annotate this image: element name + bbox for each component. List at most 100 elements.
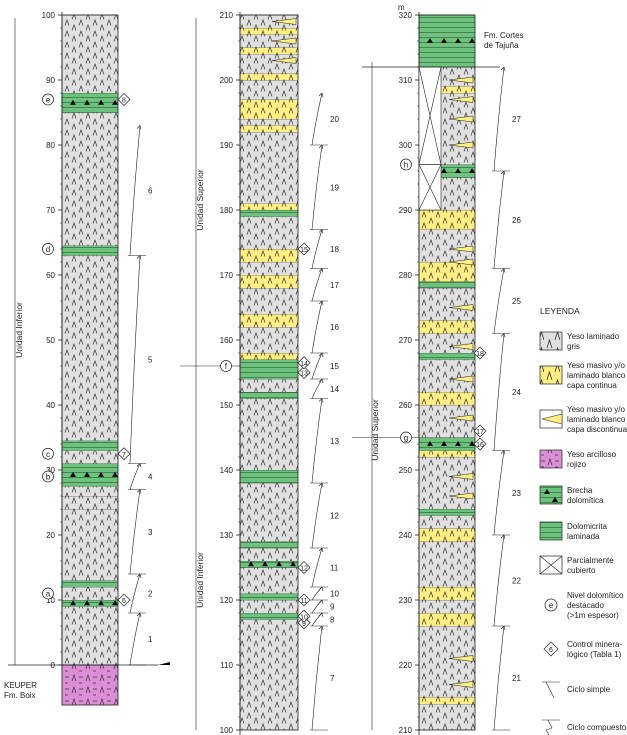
lens-wedge (448, 681, 474, 688)
columns-layer: 0102030405060708090100100110120130140150… (4, 11, 476, 735)
legend-text-control: Control minera- (567, 640, 622, 649)
axis-tick-label: 210 (399, 726, 413, 735)
cycle-line (493, 625, 505, 731)
axis-tick-label: 140 (220, 466, 234, 475)
marker-letter-c: c (46, 450, 50, 459)
gypsum-texture (240, 314, 298, 327)
lens-wedge (271, 57, 297, 64)
control-number-8: 8 (122, 98, 126, 105)
gypsum-texture (419, 704, 475, 730)
legend-text-control: lógico (Tabla 1) (567, 650, 622, 659)
cycle-arrowhead (318, 300, 324, 306)
cycle-arrowhead (500, 268, 506, 273)
gypsum-texture (240, 288, 298, 314)
lens-wedge (448, 96, 474, 103)
legend-text-covered: cubierto (567, 566, 596, 575)
dolomite-texture (419, 281, 475, 288)
control-number-16: 16 (476, 442, 484, 449)
gypsum-texture (240, 132, 298, 204)
axis-tick-label: 30 (46, 466, 55, 475)
cycle-arrowhead (318, 586, 324, 592)
gypsum-texture (419, 528, 475, 542)
cycle-arrowhead (318, 378, 324, 384)
dolomite-texture (240, 470, 298, 483)
gypsum-texture (240, 28, 298, 35)
axis-tick-label: 190 (220, 141, 234, 150)
legend-clast (552, 497, 558, 502)
gypsum-texture (240, 54, 298, 74)
cycle-number-17: 17 (330, 281, 339, 290)
legend-text-simple: Ciclo simple (567, 685, 611, 694)
gypsum-texture (419, 613, 475, 626)
control-number-12: 12 (300, 566, 308, 573)
legend-text-covered: Parcialmente (567, 556, 614, 565)
marker-circle-g (400, 431, 412, 444)
cycle-number-25: 25 (512, 297, 521, 306)
gypsum-texture (240, 567, 298, 594)
marker-circle-f (220, 360, 232, 372)
cycle-arrowhead (318, 482, 324, 488)
marker-circle-e (42, 93, 54, 106)
gypsum-texture (62, 15, 118, 93)
legend-swatch-texture (540, 332, 562, 350)
legend-cross (539, 555, 563, 575)
axis-tick-label: 80 (46, 141, 55, 150)
cycle-line (311, 268, 323, 302)
breccia-clast (98, 99, 104, 105)
marker-letter-b: b (46, 473, 51, 482)
cycle-line (129, 612, 141, 666)
dolomite-texture (62, 245, 118, 256)
lens-wedge (448, 76, 474, 84)
cycle-line (129, 463, 141, 490)
axis-tick-label: 90 (46, 76, 55, 85)
legend-text-yellow: capa continua (567, 381, 617, 390)
legend-text-lens: laminado blanco (567, 415, 626, 424)
cycle-arrowhead (318, 547, 324, 553)
axis-tick-label: 280 (399, 271, 413, 280)
axis-tick-label: 100 (42, 11, 56, 20)
gypsum-texture (419, 697, 475, 704)
cycle-number-23: 23 (512, 489, 521, 498)
lens-wedge (448, 375, 474, 383)
dolomite-texture (419, 15, 475, 67)
gypsum-texture (240, 34, 298, 48)
cycle-line (493, 333, 505, 451)
base-arrow (158, 662, 170, 665)
cycle-number-10: 10 (330, 590, 339, 599)
axis-tick-label: 160 (220, 336, 234, 345)
keuper-label: KEUPER (4, 681, 37, 690)
gypsum-texture (240, 73, 298, 80)
marker-letter-e: e (46, 96, 51, 105)
control-diamond-18 (473, 346, 487, 360)
legend-swatch-texture (540, 450, 562, 468)
breccia-clast (70, 471, 76, 477)
cycle-arrowhead (136, 255, 142, 260)
breccia-clast (112, 600, 118, 606)
gypsum-texture (240, 80, 298, 100)
gypsum-texture (419, 333, 475, 353)
breccia-clast (441, 168, 447, 173)
cycle-number-9: 9 (330, 603, 335, 612)
cycle-line (311, 612, 323, 627)
cycle-arrowhead (500, 333, 506, 338)
axis-tick-label: 230 (399, 596, 413, 605)
breccia-clast (70, 600, 76, 606)
control-diamond-17 (473, 424, 487, 438)
breccia-clast (455, 441, 461, 446)
gypsum-texture (62, 112, 118, 246)
marker-circle-h (400, 158, 412, 171)
gypsum-texture (240, 216, 298, 249)
dolomite-texture (240, 541, 298, 548)
gypsum-texture (419, 210, 475, 230)
cycle-arrowhead (136, 612, 142, 618)
marker-circle-c (42, 447, 54, 460)
gypsum-texture (419, 515, 475, 529)
cycle-line (311, 547, 323, 588)
breccia-clast (84, 600, 90, 606)
dolomite-texture (62, 580, 118, 587)
legend-item-compuesto: Ciclo compuesto (542, 719, 627, 735)
